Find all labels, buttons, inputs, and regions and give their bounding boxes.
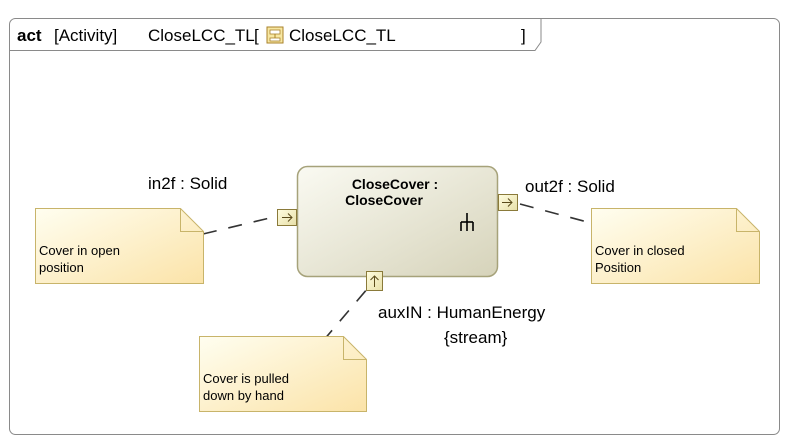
note-cover-open[interactable]: Cover in open position <box>35 208 204 284</box>
action-name-line1: CloseCover : <box>352 176 438 192</box>
pin-out2f[interactable] <box>498 194 518 211</box>
anchor-line-closed <box>519 203 592 224</box>
pin-label-in2f: in2f : Solid <box>148 174 227 193</box>
note-closed-line1: Cover in closed <box>595 243 685 258</box>
action-name-line2: CloseCover <box>345 192 423 208</box>
frame-bracket-close: ] <box>521 26 526 45</box>
anchor-line-pulled <box>322 287 369 342</box>
frame-bracket-open: [ <box>254 26 259 45</box>
note-pulled-line1: Cover is pulled <box>203 371 289 386</box>
frame-ref-name: CloseLCC_TL <box>289 26 396 45</box>
anchor-line-open <box>202 215 279 235</box>
note-open-line2: position <box>39 260 84 275</box>
action-close-cover[interactable]: CloseCover : CloseCover <box>296 165 499 278</box>
pin-label-out2f: out2f : Solid <box>525 177 615 196</box>
note-anchors <box>202 203 592 342</box>
pin-stereotype-auxin: {stream} <box>444 328 508 347</box>
call-behavior-rake-icon <box>460 213 474 231</box>
pin-label-auxin: auxIN : HumanEnergy <box>378 303 546 322</box>
frame-keyword: act <box>17 26 42 45</box>
pin-in2f[interactable] <box>277 209 297 226</box>
frame-name: CloseLCC_TL <box>148 26 255 45</box>
note-open-line1: Cover in open <box>39 243 120 258</box>
note-closed-line2: Position <box>595 260 641 275</box>
activity-diagram-icon <box>266 26 284 44</box>
note-cover-closed[interactable]: Cover in closed Position <box>591 208 760 284</box>
note-pulled-line2: down by hand <box>203 388 284 403</box>
frame-kind: [Activity] <box>54 26 117 45</box>
note-cover-pulled[interactable]: Cover is pulled down by hand <box>199 336 367 412</box>
pin-auxin[interactable] <box>366 271 383 291</box>
